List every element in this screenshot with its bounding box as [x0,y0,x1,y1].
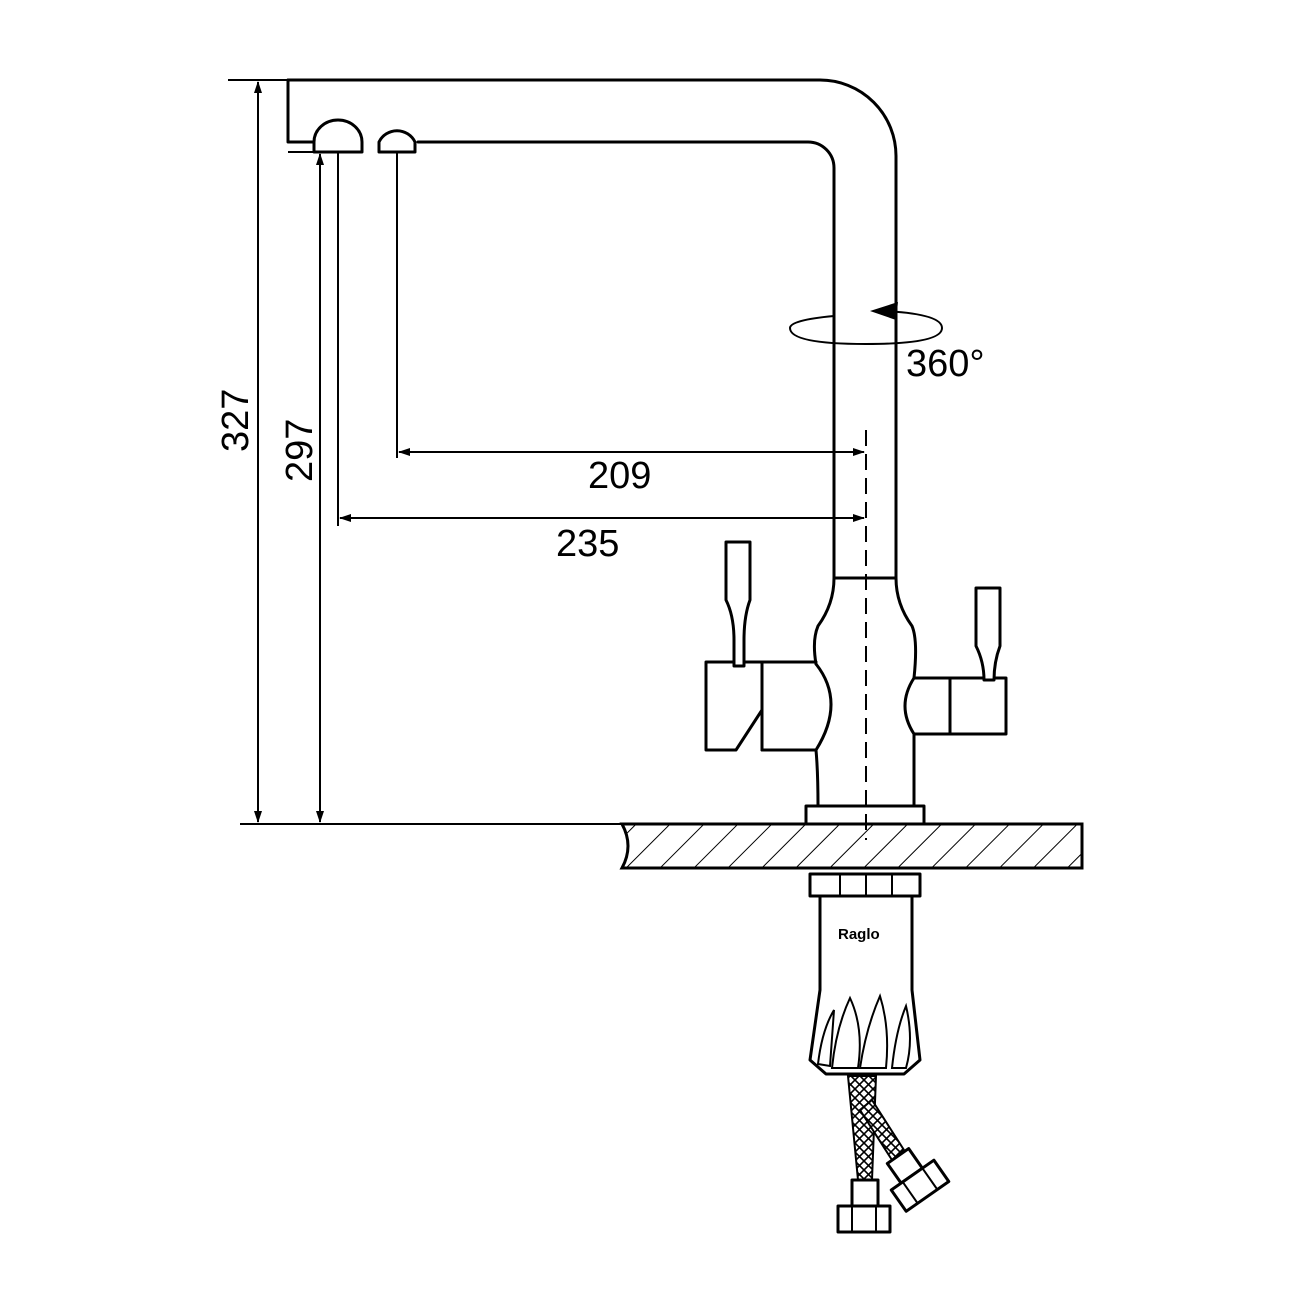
outer-reach-label: 235 [556,523,619,565]
inner-reach-label: 209 [588,455,651,497]
supply-hoses [836,1075,951,1234]
right-handle [912,586,1008,736]
left-handle [704,540,818,752]
outlet-large [312,118,364,154]
mounting-nut [808,872,922,898]
mounting-shank: Raglo [808,894,922,1076]
brand-label: Raglo [838,926,880,943]
rotation-label: 360° [906,343,985,385]
overall-height-label: 327 [215,389,257,452]
spout-height-label: 297 [279,419,321,482]
rotation-indicator: 360° [788,302,985,385]
countertop [619,822,1084,870]
outlet-small [377,129,417,154]
faucet-spout [286,78,898,580]
dimension-lines [228,79,865,825]
